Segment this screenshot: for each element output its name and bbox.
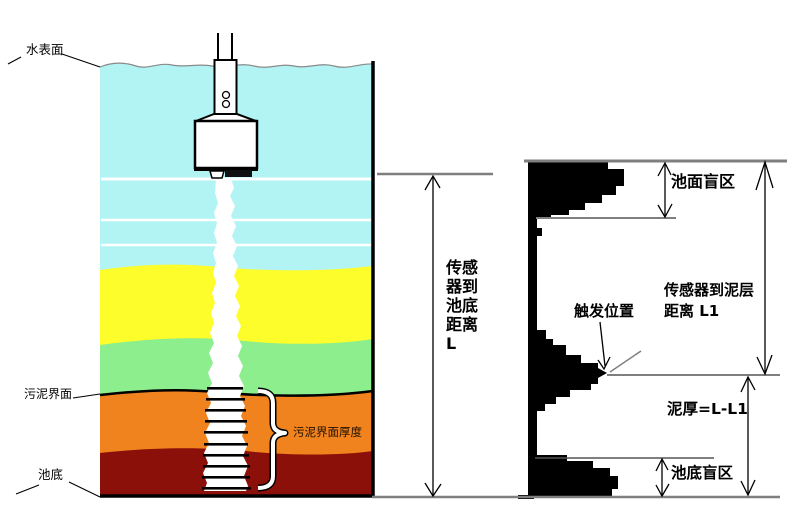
trigger-position-label: 触发位置 — [574, 302, 635, 320]
arrow-sensor-to-sludge — [755, 159, 774, 376]
arrow-bottom-blind-zone — [655, 457, 670, 498]
sludge-interface-label: 污泥界面 — [24, 387, 73, 401]
arrow-sensor-to-bottom — [424, 174, 442, 498]
sludge-thickness-label: 污泥界面厚度 — [293, 425, 362, 439]
sensor-to-sludge-line2: 距离 L1 — [664, 302, 720, 320]
sludge-interface-pointer — [72, 393, 101, 399]
sensor-to-bottom-label: 传感 器到 池底 距离 L — [446, 258, 478, 353]
sensor-body — [193, 119, 259, 170]
water-surface-pointer-b — [61, 53, 101, 68]
sensor — [193, 33, 259, 179]
echo-profile — [518, 162, 624, 499]
ultrasonic-beam — [202, 178, 251, 491]
echo-trace — [528, 162, 624, 497]
sensor-to-bottom-line1: 传感 — [446, 258, 479, 277]
tank — [99, 61, 375, 498]
beam-echo-bars — [202, 387, 251, 490]
transducer-lip — [209, 170, 225, 179]
arrow-mud-thickness — [740, 375, 756, 497]
beam-column — [203, 178, 248, 491]
water-surface-pointer-a — [7, 56, 22, 65]
dimension-arrows — [424, 159, 774, 498]
tank-bottom-pointer-b — [68, 481, 101, 498]
sensor-to-bottom-line4: 距离 — [446, 315, 479, 334]
sensor-to-bottom-line5: L — [446, 334, 457, 353]
sensor-to-sludge-label: 传感器到泥层 距离 L1 — [664, 280, 754, 322]
label-pointers — [7, 53, 101, 498]
sensor-indicator-bottom — [221, 99, 231, 109]
water-surface-label: 水表面 — [26, 42, 64, 57]
tank-bottom-pointer-a — [15, 484, 40, 495]
sensor-indicator-top — [221, 90, 231, 100]
sensor-to-bottom-line2: 器到 — [446, 277, 479, 296]
sludge-thickness-brace — [257, 387, 289, 492]
trigger-pointer — [597, 321, 642, 373]
arrow-surface-blind-zone — [657, 161, 673, 219]
surface-blind-zone-label: 池面盲区 — [671, 172, 736, 191]
tank-bottom-label: 池底 — [38, 467, 64, 482]
mud-thickness-label: 泥厚=L-L1 — [667, 400, 748, 418]
transducer-face — [225, 170, 252, 177]
dimension-lines — [372, 159, 787, 499]
sensor-to-bottom-line3: 池底 — [446, 296, 479, 315]
sensor-to-sludge-line1: 传感器到泥层 — [664, 281, 755, 299]
bottom-blind-zone-label: 池底盲区 — [671, 464, 734, 482]
